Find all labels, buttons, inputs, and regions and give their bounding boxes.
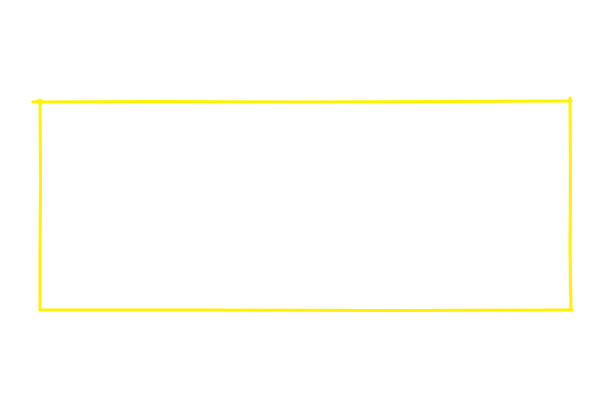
rectangle-right-edge bbox=[568, 96, 573, 312]
rectangle-left-edge bbox=[38, 98, 42, 312]
rectangle-top-edge bbox=[31, 99, 573, 104]
hand-drawn-rectangle[interactable] bbox=[31, 96, 574, 312]
rectangle-corner-overhang bbox=[31, 99, 43, 104]
rectangle-bottom-edge bbox=[38, 308, 574, 312]
